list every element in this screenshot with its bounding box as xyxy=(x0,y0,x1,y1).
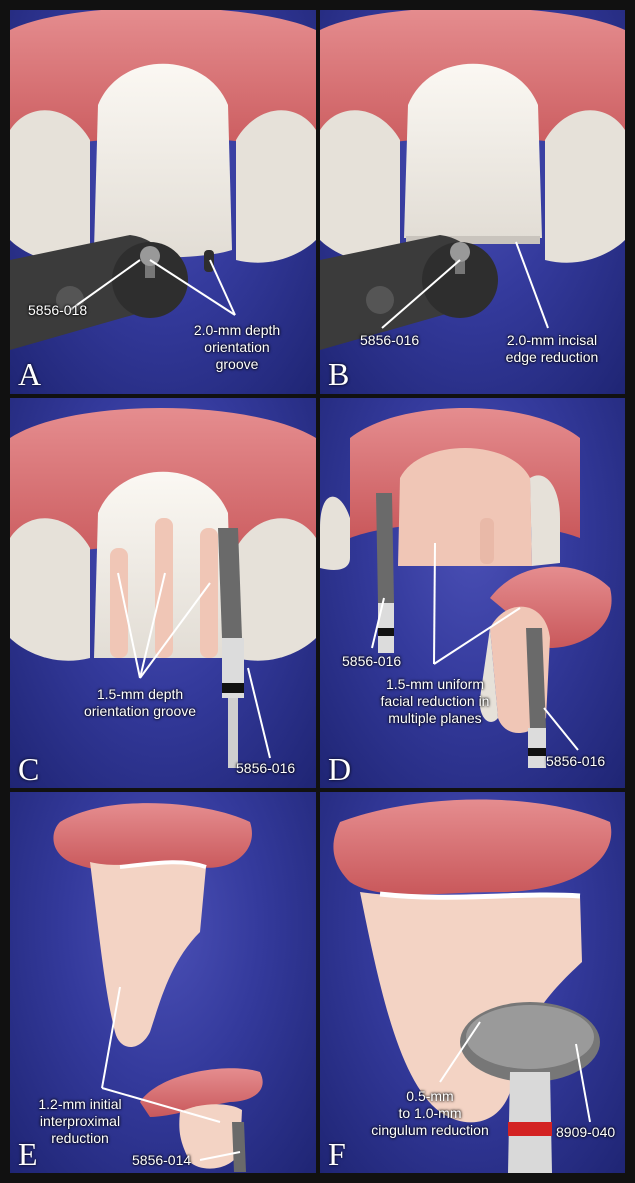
bur-label: 5856-016 xyxy=(236,760,295,777)
interproximal-reduction-label-line2: interproximal xyxy=(20,1113,140,1130)
bur-label-left: 5856-016 xyxy=(342,653,401,670)
cingulum-reduction-label-line3: cingulum reduction xyxy=(360,1122,500,1139)
depth-groove-label-line2: orientation xyxy=(182,339,292,356)
panel-c: 1.5-mm depth orientation groove 5856-016… xyxy=(10,398,316,788)
facial-reduction-label-line2: facial reduction in xyxy=(360,693,510,710)
panel-letter: A xyxy=(18,358,41,390)
panel-letter: D xyxy=(328,753,351,785)
panel-letter: B xyxy=(328,358,349,390)
leader-line xyxy=(544,708,578,750)
incisal-reduction-label-line2: edge reduction xyxy=(492,349,612,366)
panel-d: 5856-016 1.5-mm uniform facial reduction… xyxy=(320,398,625,788)
leader-line xyxy=(434,543,435,664)
panel-letter: C xyxy=(18,753,39,785)
panel-f: 0.5-mm to 1.0-mm cingulum reduction 8909… xyxy=(320,792,625,1173)
depth-groove-label-line1: 1.5-mm depth xyxy=(70,686,210,703)
bur-label-right: 5856-016 xyxy=(546,753,605,770)
panel-a: 5856-018 2.0-mm depth orientation groove… xyxy=(10,10,316,394)
depth-groove-label-line3: groove xyxy=(182,356,292,373)
facial-reduction-label-line1: 1.5-mm uniform xyxy=(360,676,510,693)
panel-letter: F xyxy=(328,1138,346,1170)
panel-c-illustration xyxy=(10,398,316,788)
bur-label: 5856-014 xyxy=(132,1152,191,1169)
panel-letter: E xyxy=(18,1138,38,1170)
cingulum-reduction-label-line2: to 1.0-mm xyxy=(360,1105,500,1122)
panel-e: 1.2-mm initial interproximal reduction 5… xyxy=(10,792,316,1173)
depth-groove-label-line2: orientation groove xyxy=(70,703,210,720)
interproximal-reduction-label-line1: 1.2-mm initial xyxy=(20,1096,140,1113)
bur-label: 8909-040 xyxy=(556,1124,615,1141)
leader-line xyxy=(516,242,548,328)
leader-line xyxy=(248,668,270,758)
depth-groove-label-line1: 2.0-mm depth xyxy=(182,322,292,339)
facial-reduction-label-line3: multiple planes xyxy=(360,710,510,727)
panel-b: 5856-016 2.0-mm incisal edge reduction B xyxy=(320,10,625,394)
bur-label: 5856-016 xyxy=(360,332,419,349)
interproximal-reduction-label-line3: reduction xyxy=(20,1130,140,1147)
cingulum-reduction-label-line1: 0.5-mm xyxy=(360,1088,500,1105)
bur-label: 5856-018 xyxy=(28,302,87,319)
incisal-reduction-label-line1: 2.0-mm incisal xyxy=(492,332,612,349)
panel-d-illustration xyxy=(320,398,625,788)
